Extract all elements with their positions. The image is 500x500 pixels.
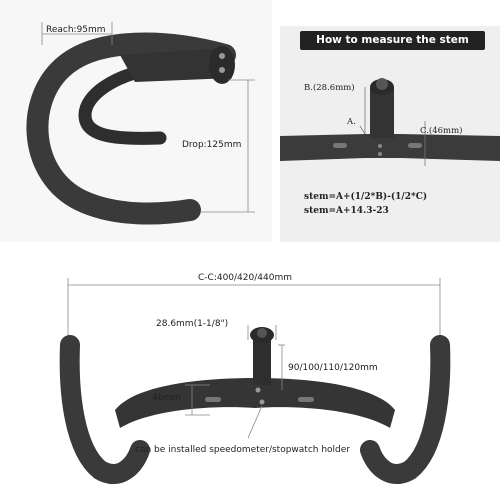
- stem-guide-title: How to measure the stem: [300, 31, 485, 50]
- stem-guide-panel: B.(28.6mm) A. C.(46mm) stem=A+(1/2*B)-(1…: [280, 26, 500, 242]
- stem-formula-2: stem=A+14.3-23: [304, 206, 389, 216]
- label-c: C.(46mm): [420, 126, 463, 136]
- label-a: A.: [347, 117, 356, 127]
- front-view-handlebar-image: [59, 278, 451, 484]
- side-view-panel: Reach:95mm Drop:125mm: [0, 0, 272, 242]
- side-view-handlebar-image: [26, 22, 255, 225]
- clamp-diameter-label: 28.6mm(1-1/8"): [156, 319, 229, 329]
- stem-formula-1: stem=A+(1/2*B)-(1/2*C): [304, 192, 428, 202]
- reach-label: Reach:95mm: [46, 25, 106, 35]
- front-view-panel: C-C:400/420/440mm 28.6mm(1-1/8") 90/100/…: [0, 250, 500, 500]
- stem-top-view-image: [280, 78, 500, 166]
- stem-length-label: 90/100/110/120mm: [288, 363, 378, 373]
- holder-note: can be installed speedometer/stopwatch h…: [135, 445, 351, 455]
- width-label: C-C:400/420/440mm: [198, 273, 292, 283]
- label-b: B.(28.6mm): [304, 83, 355, 93]
- height-label: 46mm: [152, 393, 181, 403]
- drop-label: Drop:125mm: [182, 140, 242, 150]
